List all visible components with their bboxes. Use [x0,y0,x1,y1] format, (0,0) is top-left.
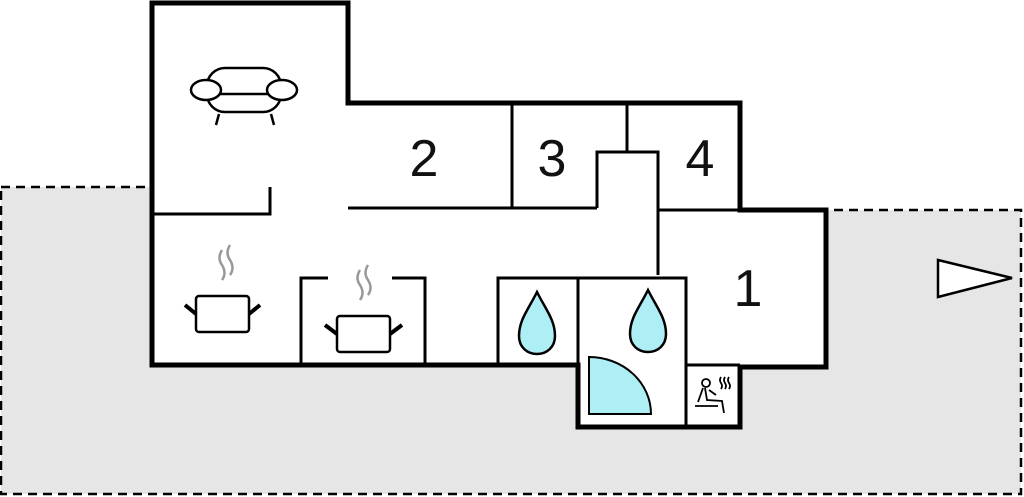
water-drop-icon [628,287,668,354]
room-1-label: 1 [734,260,763,318]
room-3-label: 3 [538,130,567,188]
cooking-pot-icon [183,244,262,334]
cooking-pot-icon [323,264,404,354]
water-drop-icon [517,289,557,356]
sofa-icon [189,66,299,126]
sauna-icon [695,376,731,414]
interior-walls [152,103,740,427]
entrance-arrow-icon [936,258,1013,299]
shower-icon [588,355,653,415]
room-2-label: 2 [410,130,439,188]
room-4-label: 4 [686,130,715,188]
